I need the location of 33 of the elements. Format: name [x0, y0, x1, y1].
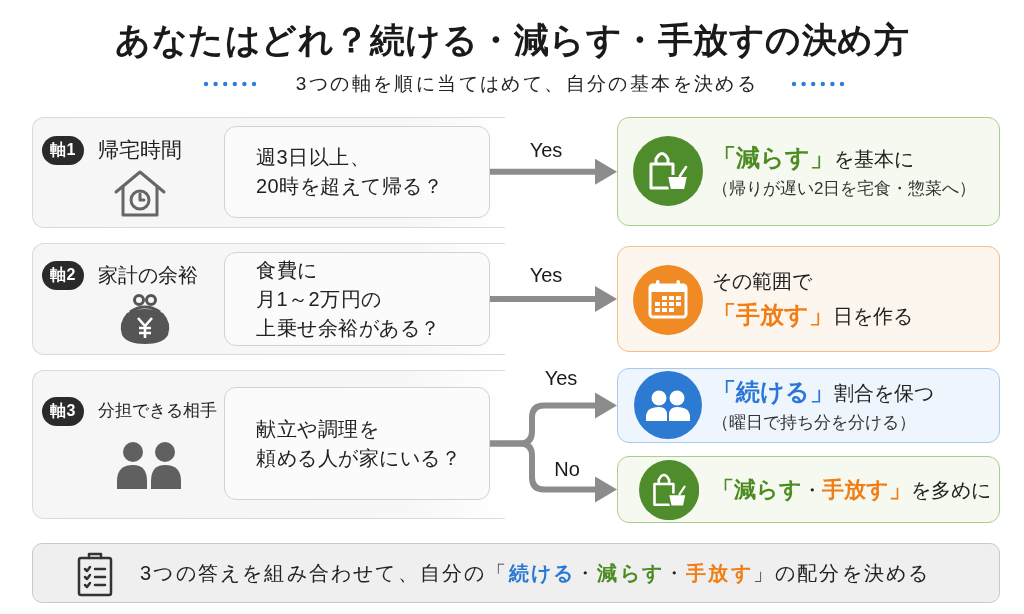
- axis-heading: 帰宅時間: [98, 137, 182, 163]
- axis-heading: 分担できる相手: [98, 400, 217, 422]
- question-box: 食費に月1～2万円の上乗せ余裕がある？: [224, 252, 490, 346]
- summary-text: 3つの答えを組み合わせて、自分の「続ける・減らす・手放す」の配分を決める: [140, 560, 931, 586]
- result-title: その範囲で「手放す」日を作る: [712, 269, 913, 330]
- title: あなたはどれ？続ける・減らす・手放すの決め方: [115, 18, 909, 61]
- subtitle: 3つの軸を順に当てはめて、自分の基本を決める: [295, 72, 759, 96]
- axis-panel: [32, 370, 505, 519]
- result-note: （曜日で持ち分を分ける）: [712, 412, 917, 434]
- result-box: [617, 368, 1000, 443]
- result-box: [617, 117, 1000, 226]
- edge-label: Yes: [529, 138, 563, 162]
- question-box: 献立や調理を頼める人が家にいる？: [224, 387, 490, 500]
- arrow: [490, 158, 617, 185]
- result-title: 「続ける」割合を保つ: [712, 377, 934, 407]
- result-title: 「減らす」を基本に: [712, 143, 915, 173]
- edge-label: No: [554, 457, 580, 481]
- axis-panel: [32, 117, 505, 228]
- axis-badge: 軸2: [42, 261, 84, 290]
- summary-bar: [32, 543, 1000, 603]
- arrow: [490, 286, 617, 312]
- question-box: 週3日以上、20時を超えて帰る？: [224, 126, 490, 218]
- axis-badge: 軸1: [42, 136, 84, 165]
- edge-label: Yes: [529, 263, 563, 287]
- edge-label: Yes: [544, 366, 578, 390]
- result-note: （帰りが遅い2日を宅食・惣菜へ）: [712, 178, 977, 200]
- result-title: 「減らす・手放す」を多めに: [712, 475, 991, 504]
- axis-panel: [32, 243, 505, 355]
- axis-heading: 家計の余裕: [98, 263, 198, 288]
- result-box: [617, 456, 1000, 523]
- arrow: [490, 440, 617, 503]
- result-box: [617, 246, 1000, 352]
- axis-badge: 軸3: [42, 397, 84, 426]
